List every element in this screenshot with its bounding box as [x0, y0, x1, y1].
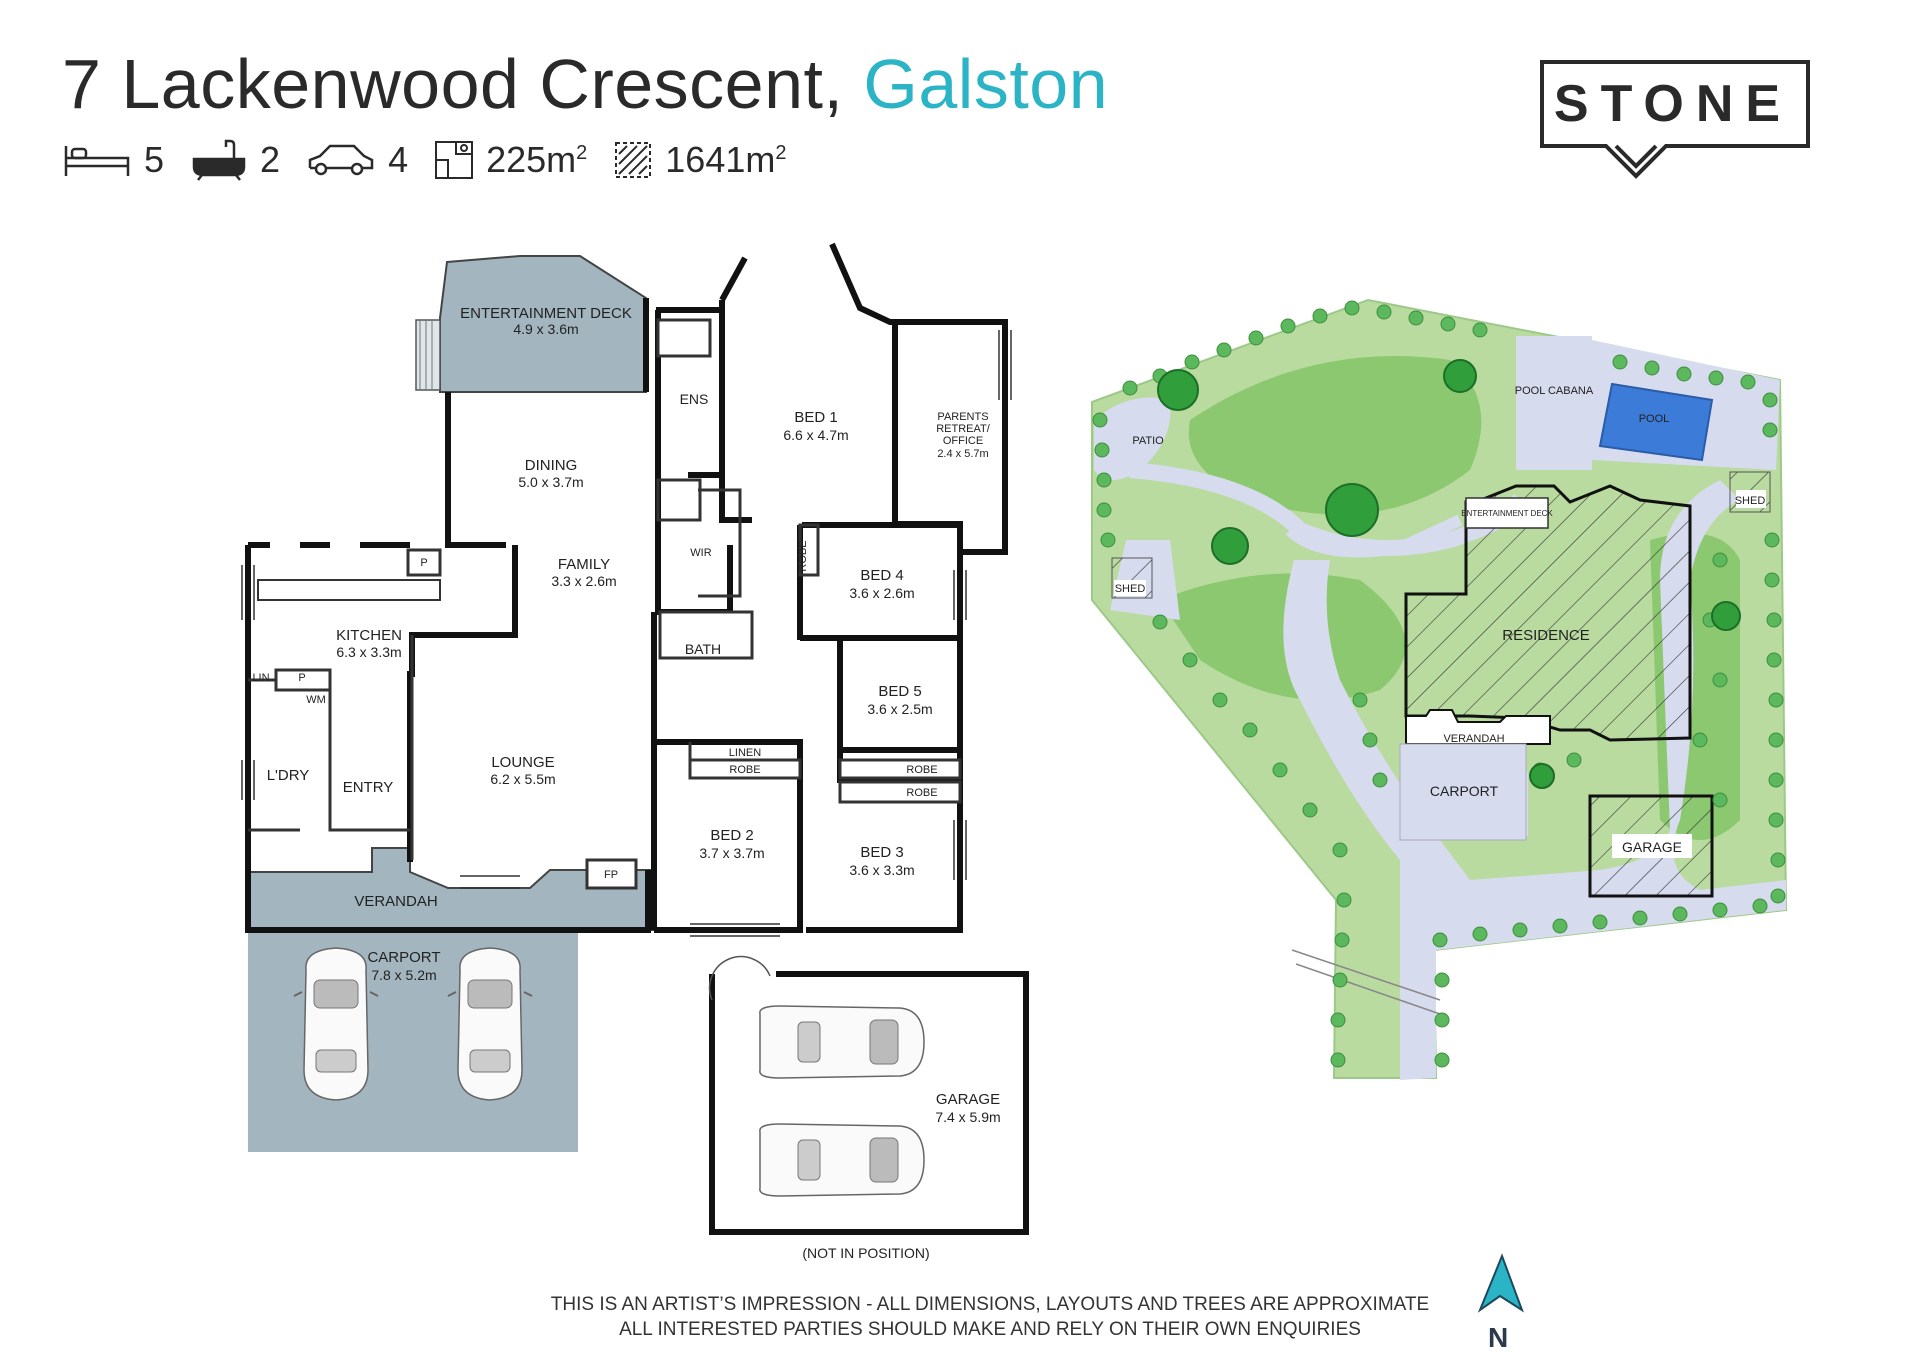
site-verandah-label: VERANDAH: [1443, 733, 1504, 745]
logo-text: STONE: [1553, 75, 1793, 133]
bed5-label: BED 5: [878, 683, 921, 700]
svg-text:7.8 x 5.2m: 7.8 x 5.2m: [371, 967, 436, 983]
internal-area-stat: 225m2: [434, 139, 587, 181]
bed3-label: BED 3: [860, 844, 903, 861]
svg-text:5.0 x 3.7m: 5.0 x 3.7m: [518, 474, 583, 490]
bed-icon: [64, 146, 130, 176]
land-icon: [615, 142, 652, 178]
beds-count: 5: [144, 139, 165, 180]
bath-label: BATH: [685, 641, 721, 657]
svg-text:6.3 x 3.3m: 6.3 x 3.3m: [336, 644, 401, 660]
stone-logo: [1540, 60, 1810, 179]
fireplace-label: FP: [604, 869, 618, 881]
patio-label: PATIO: [1132, 435, 1164, 447]
shed-west-label: SHED: [1115, 583, 1146, 595]
svg-text:3.6 x 2.6m: 3.6 x 2.6m: [849, 585, 914, 601]
entry-label: ENTRY: [343, 779, 394, 796]
bed4-label: BED 4: [860, 567, 903, 584]
carport-label: CARPORT: [367, 949, 440, 966]
residence-label: RESIDENCE: [1502, 627, 1590, 644]
svg-text:RETREAT/: RETREAT/: [936, 423, 991, 435]
floorplan-icon: [435, 141, 474, 179]
entertainment-deck-label: ENTERTAINMENT DECK: [460, 305, 632, 322]
svg-text:3.3 x 2.6m: 3.3 x 2.6m: [551, 573, 616, 589]
site-garage-label: GARAGE: [1622, 839, 1682, 855]
pantry-kitchen-label: P: [298, 672, 305, 684]
svg-text:3.6 x 3.3m: 3.6 x 3.3m: [849, 862, 914, 878]
property-stats: 5 2 4 225m2 1641m2: [62, 136, 812, 184]
floor-plan: ENTERTAINMENT DECK 4.9 x 3.6m DINING 5.0…: [241, 242, 1029, 1261]
garage-label: GARAGE: [936, 1091, 1000, 1108]
land-area-stat: 1641m2: [613, 139, 786, 181]
robe-bed5-label: ROBE: [906, 764, 937, 776]
site-plan: RESIDENCE VERANDAH CARPORT GARAGE POOL P…: [1091, 298, 1788, 1080]
shed-east-label: SHED: [1735, 495, 1766, 507]
svg-text:7.4 x 5.9m: 7.4 x 5.9m: [935, 1109, 1000, 1125]
dining-label: DINING: [525, 457, 578, 474]
garage-car-1: [759, 1005, 925, 1079]
north-arrow-icon: [1477, 1253, 1524, 1313]
address: 7 Lackenwood Crescent,: [62, 45, 844, 123]
garage-note: (NOT IN POSITION): [802, 1245, 929, 1261]
baths-count: 2: [260, 139, 281, 180]
disclaimer-line-2: ALL INTERESTED PARTIES SHOULD MAKE AND R…: [619, 1319, 1361, 1340]
robe-bed3-label: ROBE: [906, 787, 937, 799]
garage-car-2: [759, 1123, 925, 1197]
cars-stat: 4: [306, 139, 408, 181]
property-title: 7 Lackenwood Crescent, Galston: [62, 44, 1108, 124]
land-area: 1641m2: [665, 139, 787, 180]
beds-stat: 5: [62, 139, 164, 181]
cars-count: 4: [388, 139, 409, 180]
robe-bed4-label: ROBE: [797, 540, 809, 571]
baths-stat: 2: [190, 139, 280, 181]
lounge-label: LOUNGE: [491, 754, 554, 771]
carport-car-2: [447, 947, 533, 1101]
bath-icon: [192, 139, 246, 181]
pantry-family-label: P: [420, 557, 427, 569]
linen-cupboard-label: LIN: [252, 672, 269, 684]
bed1-label: BED 1: [794, 409, 837, 426]
feature-trees: [1157, 359, 1741, 789]
svg-text:2.4 x 5.7m: 2.4 x 5.7m: [937, 448, 988, 460]
bed2-label: BED 2: [710, 827, 753, 844]
suburb: Galston: [863, 45, 1109, 123]
linen-label: LINEN: [729, 747, 761, 759]
site-carport-label: CARPORT: [1430, 783, 1499, 799]
verandah-label: VERANDAH: [354, 893, 437, 910]
north-label: N: [1488, 1322, 1509, 1353]
internal-area: 225m2: [486, 139, 588, 180]
svg-text:3.6 x 2.5m: 3.6 x 2.5m: [867, 701, 932, 717]
car-icon: [308, 144, 374, 176]
kitchen-label: KITCHEN: [336, 627, 402, 644]
disclaimer: THIS IS AN ARTIST’S IMPRESSION - ALL DIM…: [440, 1292, 1540, 1342]
disclaimer-line-1: THIS IS AN ARTIST’S IMPRESSION - ALL DIM…: [550, 1294, 1430, 1315]
wir-label: WIR: [690, 547, 711, 559]
ensuite-label: ENS: [680, 391, 709, 407]
pool-label: POOL: [1639, 413, 1670, 425]
carport-car-1: [293, 947, 379, 1101]
site-entertainment-deck-label: ENTERTAINMENT DECK: [1461, 509, 1553, 518]
svg-text:OFFICE: OFFICE: [943, 435, 983, 447]
svg-text:6.6 x 4.7m: 6.6 x 4.7m: [783, 427, 848, 443]
family-label: FAMILY: [558, 556, 610, 573]
robe-bed2-label: ROBE: [729, 764, 760, 776]
svg-text:3.7 x 3.7m: 3.7 x 3.7m: [699, 845, 764, 861]
svg-text:6.2 x 5.5m: 6.2 x 5.5m: [490, 771, 555, 787]
laundry-label: L'DRY: [267, 767, 310, 784]
pool-cabana-label: POOL CABANA: [1515, 385, 1594, 397]
parents-retreat-label: PARENTS: [937, 411, 988, 423]
washing-machine-label: WM: [306, 694, 326, 706]
svg-text:4.9 x 3.6m: 4.9 x 3.6m: [513, 321, 578, 337]
